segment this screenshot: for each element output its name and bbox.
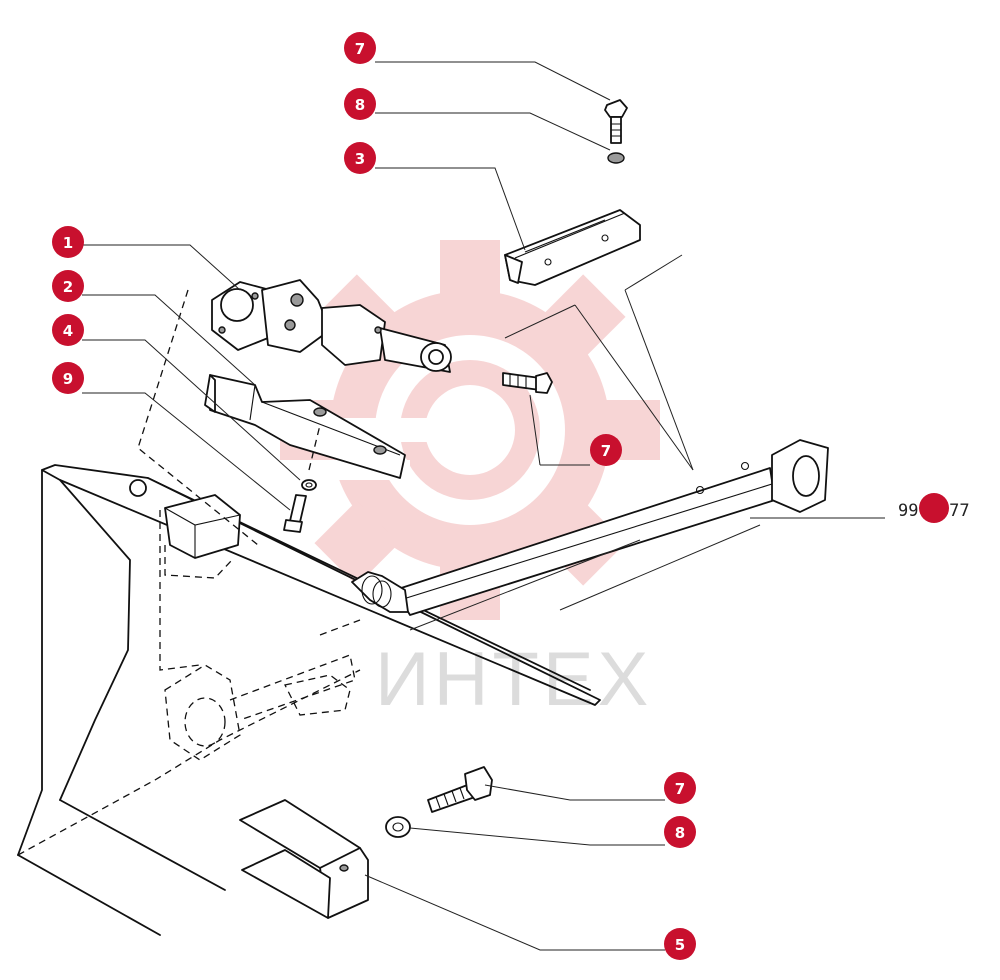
svg-text:7: 7	[355, 40, 365, 58]
part-2-bracket	[137, 289, 406, 546]
svg-text:2: 2	[63, 278, 73, 296]
part-8-top-nut	[607, 152, 625, 164]
callout-8-bottom[interactable]: 8	[664, 816, 696, 848]
part-9-bolt	[283, 494, 307, 533]
arm-tube	[351, 439, 829, 631]
part-3-rack	[504, 209, 641, 286]
part-1-hydraulic-cylinder	[211, 279, 452, 373]
part-8-bottom-washer	[385, 816, 411, 838]
svg-text:7: 7	[675, 780, 685, 798]
svg-text:8: 8	[675, 824, 685, 842]
svg-text:4: 4	[63, 322, 73, 340]
callout-1[interactable]: 1	[52, 226, 84, 258]
part-7-bottom-bolt	[427, 766, 493, 813]
svg-text:1: 1	[63, 234, 73, 252]
part-7-mid-bolt	[502, 372, 553, 394]
svg-text:8: 8	[355, 96, 365, 114]
callout-7-bottom[interactable]: 7	[664, 772, 696, 804]
callout-2[interactable]: 2	[52, 270, 84, 302]
part-7-top-bolt	[604, 99, 628, 144]
callout-8-top[interactable]: 8	[344, 88, 376, 120]
callout-9[interactable]: 9	[52, 362, 84, 394]
callout-4[interactable]: 4	[52, 314, 84, 346]
svg-text:9: 9	[63, 370, 73, 388]
callout-7-mid[interactable]: 7	[590, 434, 622, 466]
svg-text:5: 5	[675, 936, 685, 954]
leader-lines	[82, 61, 885, 951]
callout-3[interactable]: 3	[344, 142, 376, 174]
svg-text:3: 3	[355, 150, 365, 168]
frame-assembly	[17, 464, 601, 936]
svg-text:7: 7	[601, 442, 611, 460]
callout-5[interactable]: 5	[664, 928, 696, 960]
part-4-washer	[301, 424, 321, 491]
part-5-clip-plate	[239, 799, 369, 919]
callout-7-top[interactable]: 7	[344, 32, 376, 64]
reference-marker	[919, 493, 949, 523]
watermark-text: ИНТЕХ	[375, 637, 652, 722]
